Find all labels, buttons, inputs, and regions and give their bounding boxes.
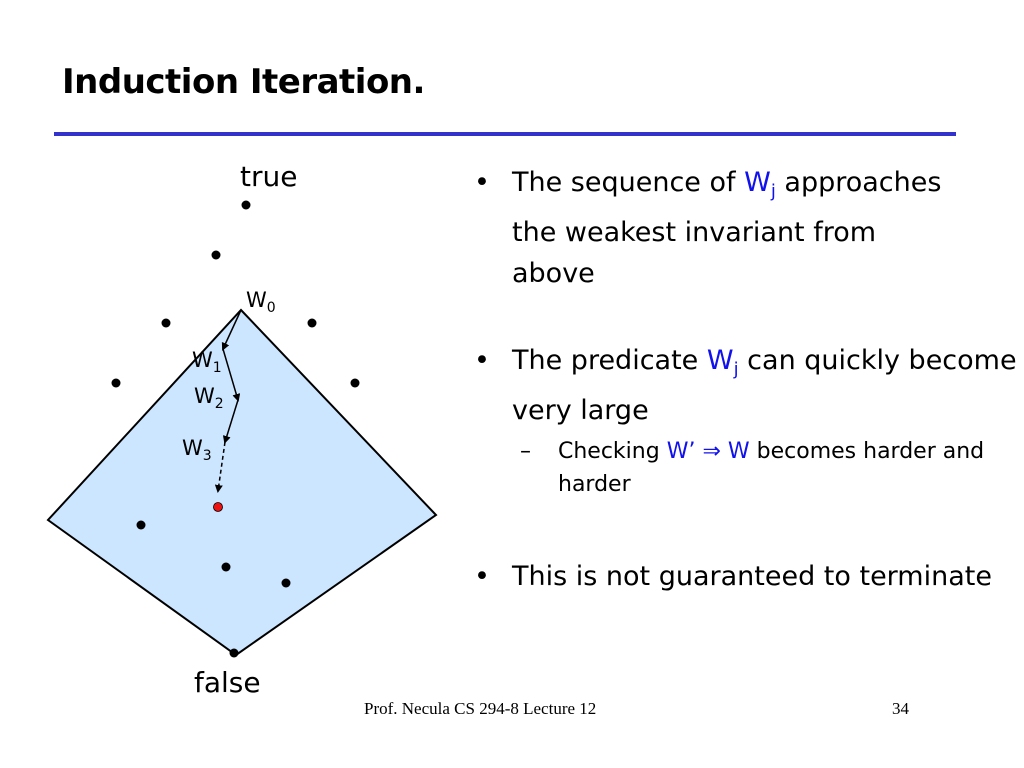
lattice-point — [350, 378, 360, 388]
iteration-arrow-dashed — [214, 441, 226, 493]
bullet-marker: • — [474, 345, 490, 376]
lattice-point — [136, 520, 146, 530]
sub-bullet-marker: – — [520, 439, 531, 464]
bottom-label-false: false — [194, 666, 261, 699]
sub-bullet-item: – Checking W’ ⇒ W becomes harder and har… — [520, 435, 1024, 501]
iteration-arrow — [222, 348, 241, 402]
iteration-arrow — [221, 309, 242, 351]
page-number: 34 — [892, 699, 909, 718]
bullet-item: • This is not guaranteed to terminate — [474, 556, 1024, 597]
lattice-point — [111, 378, 121, 388]
lattice-point — [161, 318, 171, 328]
variable-w-prime: W’ — [666, 439, 696, 464]
implies-arrow: ⇒ — [702, 439, 721, 464]
top-label-true: true — [240, 160, 298, 193]
bullet-marker: • — [474, 167, 490, 198]
lattice-point — [221, 562, 231, 572]
bullet-marker: • — [474, 561, 490, 592]
variable-wj: Wj — [706, 345, 739, 380]
iterate-label-w3: W3 — [182, 436, 212, 464]
variable-w: W — [727, 439, 750, 464]
invariant-region — [46, 308, 438, 657]
lattice-point — [211, 250, 221, 260]
footer-text: Prof. Necula CS 294-8 Lecture 12 — [364, 699, 597, 718]
lattice-point — [229, 648, 239, 658]
iteration-arrow — [222, 399, 239, 444]
iterate-label-w0: W0 — [246, 288, 276, 316]
lattice-point — [281, 578, 291, 588]
iterate-label-w2: W2 — [194, 384, 224, 412]
iterate-label-w1: W1 — [192, 348, 222, 376]
weakest-invariant-point — [213, 502, 223, 512]
title-underline — [54, 132, 956, 136]
lattice-point — [241, 200, 251, 210]
variable-wj: Wj — [744, 167, 776, 202]
lattice-point — [307, 318, 317, 328]
slide-title: Induction Iteration. — [62, 62, 425, 102]
bullet-item: • The sequence of Wj approaches the weak… — [474, 162, 952, 294]
bullet-item: • The predicate Wj can quickly become ve… — [474, 340, 1024, 501]
